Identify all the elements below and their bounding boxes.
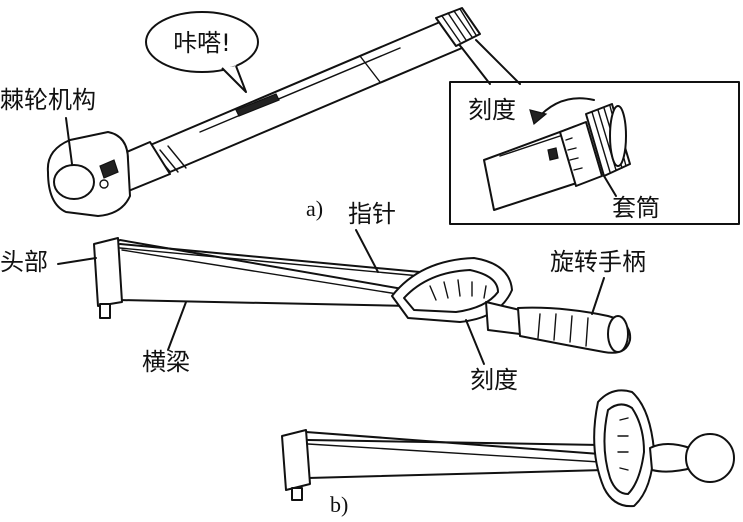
inset-rotation-arrowhead xyxy=(529,109,548,126)
beam-body xyxy=(99,239,421,307)
inset-scale-ticks xyxy=(565,137,583,171)
leader-sleeve xyxy=(603,175,617,197)
inset-leader-1 xyxy=(461,47,491,85)
dial-wrench xyxy=(281,389,735,508)
dial-wrench-beam xyxy=(285,431,605,479)
beam-head-stud xyxy=(99,303,111,319)
dial-wrench-stud xyxy=(291,487,303,501)
leader-head xyxy=(57,257,97,265)
click-bubble-text: 咔嗒! xyxy=(173,29,231,57)
caption-b: b) xyxy=(330,492,348,517)
dial-wrench-head xyxy=(281,429,311,491)
leader-beam xyxy=(167,301,187,351)
dial-wrench-ball xyxy=(685,433,735,483)
label-rotating-handle: 旋转手柄 xyxy=(550,248,646,276)
click-wrench xyxy=(46,7,481,217)
wrench-a-groove xyxy=(199,47,401,133)
inset-sleeve xyxy=(585,103,631,177)
label-sleeve: 套筒 xyxy=(612,194,660,222)
inset-slot xyxy=(547,147,559,161)
scale-inset: 刻度 套筒 xyxy=(449,39,740,225)
label-head: 头部 xyxy=(0,248,48,276)
leader-scale-bottom xyxy=(465,319,485,365)
leader-pointer xyxy=(355,229,379,273)
caption-a: a) xyxy=(306,196,323,221)
dial-wrench-dial xyxy=(593,389,655,508)
beam-pointer xyxy=(119,243,421,273)
wrench-a-ring-2 xyxy=(167,145,187,169)
label-pointer: 指针 xyxy=(348,200,396,228)
wrench-a-ring-1 xyxy=(159,149,179,173)
leader-ratchet xyxy=(65,117,73,165)
inset-leader-2 xyxy=(475,39,521,85)
beam-pointer-edge xyxy=(119,247,421,277)
label-ratchet-mechanism: 棘轮机构 xyxy=(0,86,96,114)
click-speech-bubble: 咔嗒! xyxy=(145,11,259,93)
label-scale-bottom: 刻度 xyxy=(470,366,518,394)
inset-frame xyxy=(449,81,740,225)
beam-edge xyxy=(121,249,411,297)
wrench-a-ring-3 xyxy=(359,55,381,83)
label-scale-top: 刻度 xyxy=(468,96,516,124)
beam-handle xyxy=(485,301,632,354)
ratchet-head xyxy=(46,131,131,217)
leader-rotating-handle xyxy=(591,277,605,315)
beam-scale-plate xyxy=(391,257,513,323)
wrench-a-end-knob xyxy=(435,7,481,47)
beam-wrench xyxy=(93,237,632,354)
beam-head xyxy=(93,237,123,307)
inset-rotation-arc xyxy=(535,97,595,121)
wrench-a-slot xyxy=(235,93,280,117)
label-beam: 横梁 xyxy=(142,348,190,376)
dial-wrench-beam-edge xyxy=(307,443,601,463)
